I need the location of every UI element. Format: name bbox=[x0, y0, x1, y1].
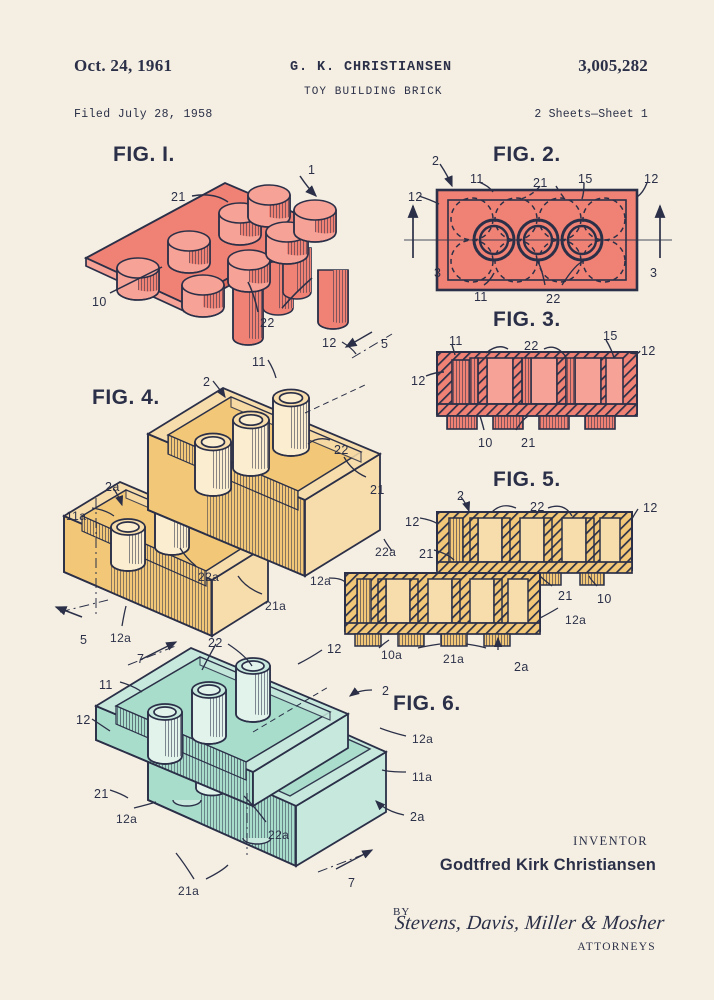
ref-numeral-fig4-11: 11 bbox=[252, 355, 266, 369]
ref-numeral-fig2-12: 12 bbox=[644, 172, 659, 186]
figure-caption-3: FIG. 3. bbox=[493, 308, 561, 331]
ref-numeral-fig2-3: 3 bbox=[650, 266, 658, 280]
ref-numeral-fig5-12: 12 bbox=[405, 515, 420, 529]
ref-numeral-fig6-12a: 12a bbox=[116, 812, 138, 826]
ref-numeral-fig4-7: 7 bbox=[137, 652, 145, 666]
figure-1-drawing bbox=[83, 175, 349, 346]
ref-numeral-fig1-22: 22 bbox=[260, 316, 275, 330]
figure-caption-5: FIG. 5. bbox=[493, 468, 561, 491]
ref-numeral-fig6-12a: 12a bbox=[412, 732, 434, 746]
ref-numeral-fig2-21: 21 bbox=[533, 176, 548, 190]
ref-numeral-fig5-21: 21 bbox=[419, 547, 434, 561]
patent-title: TOY BUILDING BRICK bbox=[304, 86, 443, 98]
ref-numeral-fig6-2: 2 bbox=[382, 684, 390, 698]
ref-numeral-fig3-10: 10 bbox=[478, 436, 493, 450]
ref-numeral-fig4-5: 5 bbox=[381, 337, 389, 351]
figure-caption-2: FIG. 2. bbox=[493, 143, 561, 166]
ref-numeral-fig6-22: 22 bbox=[208, 636, 223, 650]
inventor-name: Godtfred Kirk Christiansen bbox=[439, 856, 656, 874]
ref-numeral-fig5-12: 12 bbox=[643, 501, 658, 515]
ref-numeral-fig2-22: 22 bbox=[546, 292, 561, 306]
patent-number: 3,005,282 bbox=[578, 56, 648, 75]
ref-numeral-fig5-21a: 21a bbox=[443, 652, 465, 666]
patent-date: Oct. 24, 1961 bbox=[74, 56, 173, 75]
ref-numeral-fig2-15: 15 bbox=[578, 172, 593, 186]
ref-numeral-fig2-2: 2 bbox=[432, 154, 440, 168]
ref-numeral-fig1-21: 21 bbox=[171, 190, 186, 204]
patent-filed-date: Filed July 28, 1958 bbox=[74, 108, 213, 121]
ref-numeral-fig3-22: 22 bbox=[524, 339, 539, 353]
ref-numeral-fig6-21a: 21a bbox=[178, 884, 200, 898]
ref-numeral-fig5-10a: 10a bbox=[381, 648, 403, 662]
ref-numeral-fig4-22: 22 bbox=[334, 443, 349, 457]
ref-numeral-fig3-11: 11 bbox=[449, 334, 463, 348]
ref-numeral-fig4-21a: 21a bbox=[265, 599, 287, 613]
ref-numeral-fig6-22a: 22a bbox=[268, 828, 290, 842]
ref-numeral-fig5-12a: 12a bbox=[310, 574, 332, 588]
figure-3-drawing bbox=[425, 339, 641, 431]
ref-numeral-fig3-12: 12 bbox=[641, 344, 656, 358]
ref-numeral-fig1-10: 10 bbox=[92, 295, 107, 309]
figure-4-drawing bbox=[54, 331, 393, 666]
figure-caption-4: FIG. 4. bbox=[92, 386, 160, 409]
ref-numeral-fig6-7: 7 bbox=[348, 876, 356, 890]
by-label: BY bbox=[393, 906, 411, 918]
figure-6-drawing bbox=[91, 643, 407, 880]
ref-numeral-fig5-21: 21 bbox=[558, 589, 573, 603]
patent-inventor-caps: G. K. CHRISTIANSEN bbox=[290, 60, 453, 75]
ref-numeral-fig3-15: 15 bbox=[603, 329, 618, 343]
ref-numeral-fig4-2: 2 bbox=[203, 375, 211, 389]
ref-numeral-fig6-2a: 2a bbox=[410, 810, 425, 824]
ref-numeral-fig5-22: 22 bbox=[530, 500, 545, 514]
ref-numeral-fig6-11a: 11a bbox=[412, 770, 433, 784]
attorney-signature: Stevens, Davis, Miller & Mosher bbox=[393, 912, 666, 934]
ref-numeral-fig3-21: 21 bbox=[521, 436, 536, 450]
ref-numeral-fig3-12: 12 bbox=[411, 374, 426, 388]
ref-numeral-fig2-11: 11 bbox=[474, 290, 488, 304]
ref-numeral-fig4-12: 12 bbox=[322, 336, 337, 350]
ref-numeral-fig5-22a: 22a bbox=[375, 545, 397, 559]
ref-numeral-fig4-5: 5 bbox=[80, 633, 88, 647]
ref-numeral-fig4-21: 21 bbox=[370, 483, 385, 497]
attorneys-label: ATTORNEYS bbox=[577, 941, 656, 953]
figure-caption-6: FIG. 6. bbox=[393, 692, 461, 715]
ref-numeral-fig5-2a: 2a bbox=[514, 660, 529, 674]
ref-numeral-fig2-3: 3 bbox=[434, 266, 442, 280]
inventor-label: INVENTOR bbox=[573, 834, 648, 848]
ref-numeral-fig5-10: 10 bbox=[597, 592, 612, 606]
ref-numeral-fig2-12: 12 bbox=[408, 190, 423, 204]
ref-numeral-fig6-21: 21 bbox=[94, 787, 109, 801]
ref-numeral-fig2-11: 11 bbox=[470, 172, 484, 186]
ref-numeral-fig1-1: 1 bbox=[308, 163, 316, 177]
ref-numeral-fig4-11a: 11a bbox=[66, 509, 87, 523]
ref-numeral-fig4-22a: 22a bbox=[198, 570, 220, 584]
figure-2-drawing bbox=[404, 163, 672, 292]
ref-numeral-fig6-12: 12 bbox=[76, 713, 91, 727]
ref-numeral-fig4-12a: 12a bbox=[110, 631, 132, 645]
ref-numeral-fig4-2a: 2a bbox=[105, 480, 120, 494]
ref-numeral-fig6-12: 12 bbox=[327, 642, 342, 656]
figure-caption-1: FIG. I. bbox=[113, 143, 175, 166]
ref-numeral-fig5-12a: 12a bbox=[565, 613, 587, 627]
ref-numeral-fig6-11: 11 bbox=[99, 678, 113, 692]
patent-sheet-count: 2 Sheets—Sheet 1 bbox=[534, 108, 648, 121]
figure-5-drawing bbox=[328, 496, 639, 650]
ref-numeral-fig5-2: 2 bbox=[457, 489, 465, 503]
